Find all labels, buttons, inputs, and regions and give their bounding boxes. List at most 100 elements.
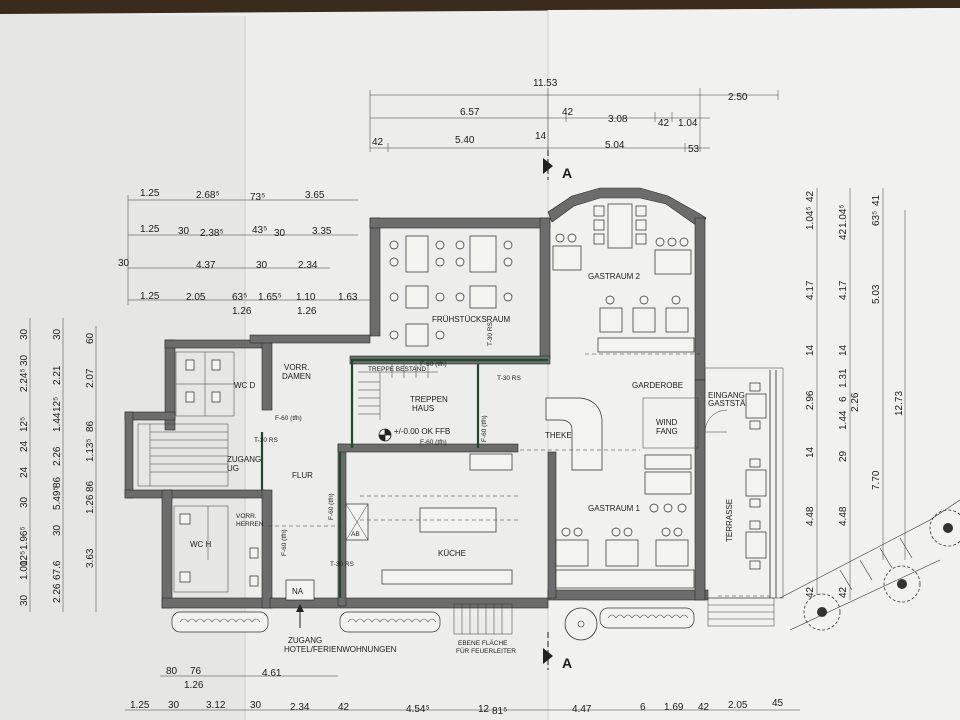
right-dimensions: 1.04⁵ 42 1.04⁵ 42 41 63⁵ 4.17 4.17 5.03 …: [805, 190, 905, 598]
dim-row2-e: 30: [274, 228, 286, 239]
ldim-22: 1.96⁵: [19, 526, 30, 550]
dim-row4-b: 2.05: [186, 292, 206, 303]
rdim-23: 42: [805, 586, 816, 598]
rdim-4: 42: [838, 228, 849, 240]
room-vorr-herren-1: VORR.: [236, 513, 257, 520]
rdim-22: 4.48: [838, 506, 849, 526]
dim-6-57: 6.57: [460, 107, 480, 118]
tree-icon-4: [929, 509, 960, 547]
tree-icon-3: [883, 565, 921, 603]
ldim-13: 2.26: [52, 446, 63, 466]
rdim-2: 42: [805, 190, 816, 202]
dim-row5-a: 1.26: [232, 306, 252, 317]
rdim-6: 63⁵: [871, 211, 882, 226]
bdim-4-61: 4.61: [262, 668, 282, 679]
tree-icon-2: [803, 593, 841, 631]
room-kueche: KÜCHE: [438, 549, 466, 558]
room-vorr-herren-2: HERREN: [236, 521, 264, 528]
bar-counter: [545, 397, 603, 471]
ldim-11: 86: [85, 420, 96, 432]
room-treppenhaus-1: TREPPEN: [410, 395, 448, 404]
room-eingang: EINGANG: [708, 391, 745, 400]
bdim-r-13: 42: [698, 702, 710, 713]
na-box: [285, 579, 315, 601]
guest-room-2-furniture: [552, 203, 695, 353]
top-dimension-lines: [369, 88, 779, 152]
room-zugang-ug-1: ZUGANG: [227, 455, 261, 464]
ldim-24: 1.00: [19, 560, 30, 580]
ldim-20: 86: [52, 476, 63, 488]
rdim-12: 2.96: [805, 390, 816, 410]
label-na: NA: [292, 587, 304, 596]
ldim-16: 30: [19, 496, 30, 508]
left-dimension-lines: [29, 318, 97, 612]
right-dimension-lines: [816, 188, 906, 600]
section-line-a-bottom: [543, 632, 553, 670]
ldim-5: 2.21: [52, 365, 63, 385]
breakfast-room-furniture: [389, 235, 513, 347]
bdim-1-26: 1.26: [184, 680, 204, 691]
dim-row3-c: 30: [256, 260, 268, 271]
label-feuerleiter: FÜR FEUERLEITER: [456, 647, 516, 655]
dim-row2-c: 2.38⁵: [200, 228, 224, 239]
room-windfang-1: WIND: [656, 418, 678, 427]
door-t30rs-1: T-30 RS: [254, 437, 279, 444]
room-gastraum1: GASTRAUM 1: [588, 504, 641, 513]
ldim-27: 30: [19, 594, 30, 606]
dim-row1-d: 3.65: [305, 190, 325, 201]
ldim-1: 30: [19, 328, 30, 340]
rdim-13: 1.31: [838, 368, 849, 388]
door-t30rs-2: T-30 RS: [497, 375, 522, 382]
rdim-16: 1.44: [838, 410, 849, 430]
dim-5-04: 5.04: [605, 140, 625, 151]
hedge-marks: [179, 614, 689, 623]
label-zugang-hotel-2: HOTEL/FERIENWOHNUNGEN: [284, 645, 397, 654]
section-marker-a-bottom: A: [562, 655, 572, 671]
tree-icon-1: [564, 607, 598, 641]
room-theke: THEKE: [545, 431, 572, 440]
fire-rated-walls: [260, 358, 548, 598]
room-garderobe: GARDEROBE: [632, 381, 683, 390]
dim-11-53: 11.53: [533, 78, 558, 89]
dashed-lines: [268, 353, 770, 597]
door-t30rs-4: T-30 RS: [487, 321, 494, 346]
rdim-11: 14: [838, 344, 849, 356]
room-vorr-damen-2: DAMEN: [282, 372, 311, 381]
level-note: +/-0.00 OK FFB: [394, 427, 450, 436]
room-gaststaette: GASTSTÄTTE: [708, 399, 760, 408]
section-line-a-top: [543, 150, 553, 180]
rdim-14: 6: [838, 396, 849, 402]
dim-row2-a: 1.25: [140, 224, 160, 235]
rdim-24: 42: [838, 586, 849, 598]
bdim-r-7: 4.54⁵: [406, 704, 430, 715]
bdim-r-12: 1.69: [664, 702, 684, 713]
bdim-r-14: 2.05: [728, 700, 748, 711]
staircase-stairs: [358, 364, 438, 420]
rdim-10: 14: [805, 344, 816, 356]
dim-row2-d: 43⁵: [252, 225, 267, 236]
bdim-80: 80: [166, 666, 178, 677]
upper-left-dimension-lines: [127, 195, 370, 305]
label-ebene-flaeche: EBENE FLÄCHE: [458, 639, 508, 647]
bdim-r-3: 3.12: [206, 700, 226, 711]
door-f60-6: F-60 (tfh): [281, 529, 288, 556]
dim-row3-a: 30: [118, 258, 130, 269]
room-vorr-damen-1: VORR.: [284, 363, 309, 372]
rdim-19: 12.73: [894, 391, 905, 416]
rdim-15: 2.26: [850, 392, 861, 412]
ldim-3: 30: [19, 354, 30, 366]
bdim-r-4: 30: [250, 700, 262, 711]
door-f60-1: F-60 (tfh): [420, 361, 447, 368]
door-t30rs-3: T-30 RS: [330, 561, 355, 568]
dim-row4-d: 1.65⁵: [258, 292, 282, 303]
dim-row2-b: 30: [178, 226, 190, 237]
dim-row3-b: 4.37: [196, 260, 216, 271]
bdim-r-11: 6: [640, 702, 646, 713]
label-zugang-hotel-1: ZUGANG: [288, 636, 322, 645]
room-treppe-bestand: TREPPE BESTAND: [368, 366, 426, 373]
bdim-r-1: 1.25: [130, 700, 150, 711]
bdim-76: 76: [190, 666, 202, 677]
ldim-10: 12⁵: [52, 397, 63, 412]
entrance-door-swing: [704, 409, 728, 433]
rdim-18: 14: [805, 446, 816, 458]
